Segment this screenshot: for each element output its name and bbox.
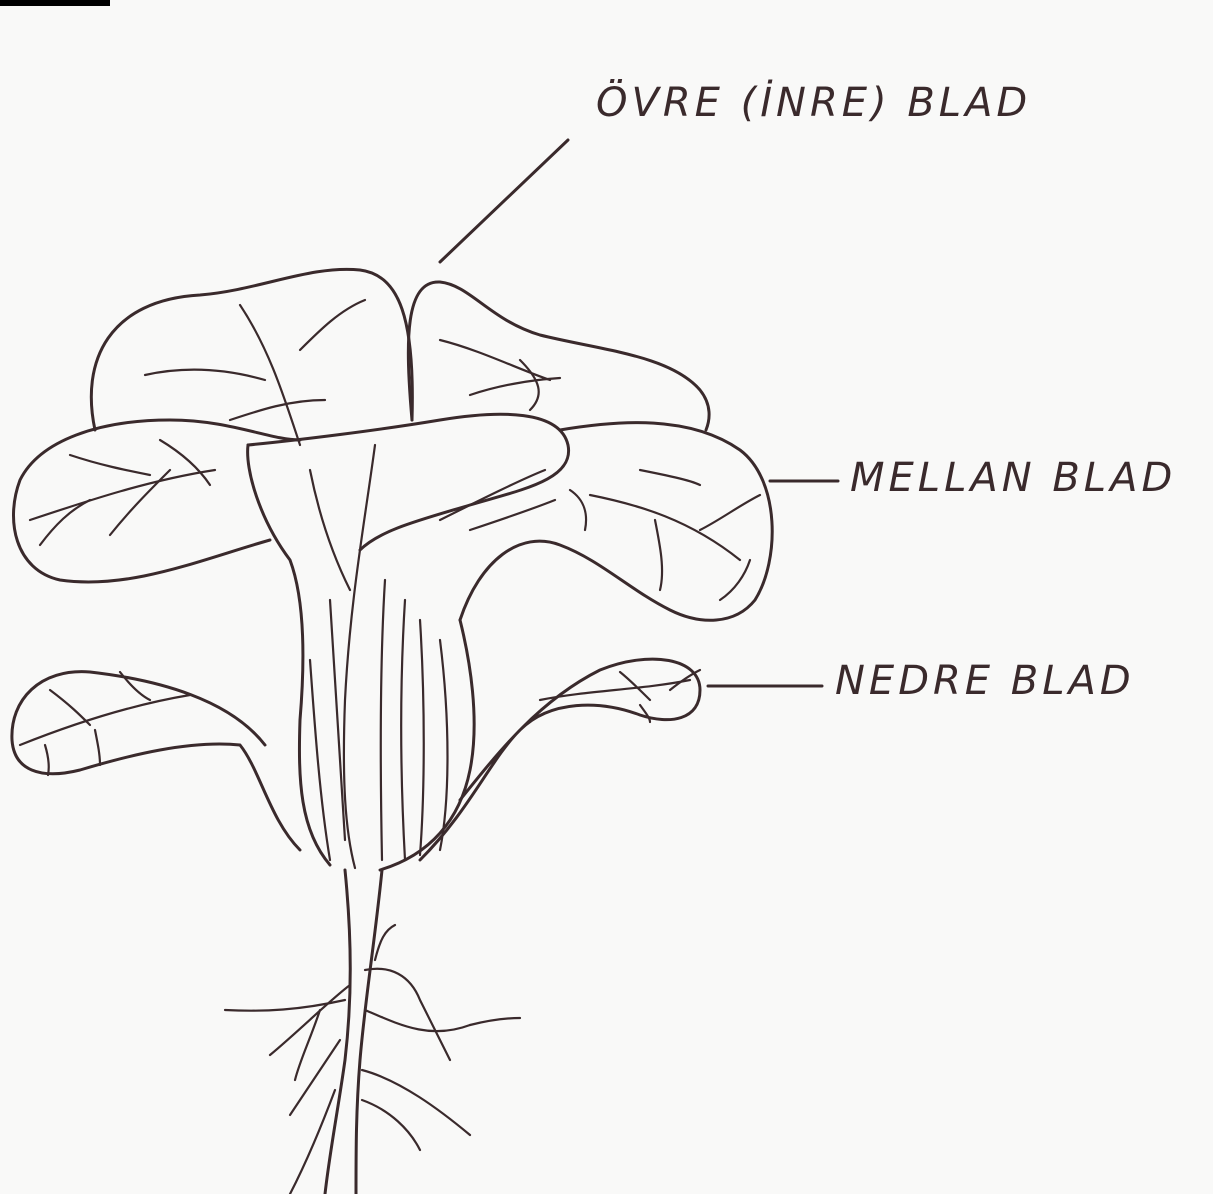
upper-leaf-right: [408, 282, 709, 430]
middle-leaf-right: [460, 423, 772, 621]
label-lower-leaves: NEDRE BLAD: [835, 658, 1135, 704]
stem-right-edge: [356, 870, 382, 1194]
stem-left-edge: [325, 870, 350, 1194]
middle-leaves: [13, 420, 772, 620]
label-middle-leaves: MELLAN BLAD: [850, 455, 1176, 501]
central-cup: [248, 414, 569, 870]
lower-leaf-left: [12, 672, 300, 850]
upper-leaf-left: [91, 269, 412, 430]
lower-leaves: [12, 659, 700, 860]
upper-leaves: [91, 269, 709, 445]
leader-line-upper: [440, 140, 568, 262]
lower-leaf-right: [420, 659, 700, 860]
stem-and-roots: [225, 870, 520, 1194]
label-upper-inner-leaves: ÖVRE (İNRE) BLAD: [596, 80, 1031, 126]
